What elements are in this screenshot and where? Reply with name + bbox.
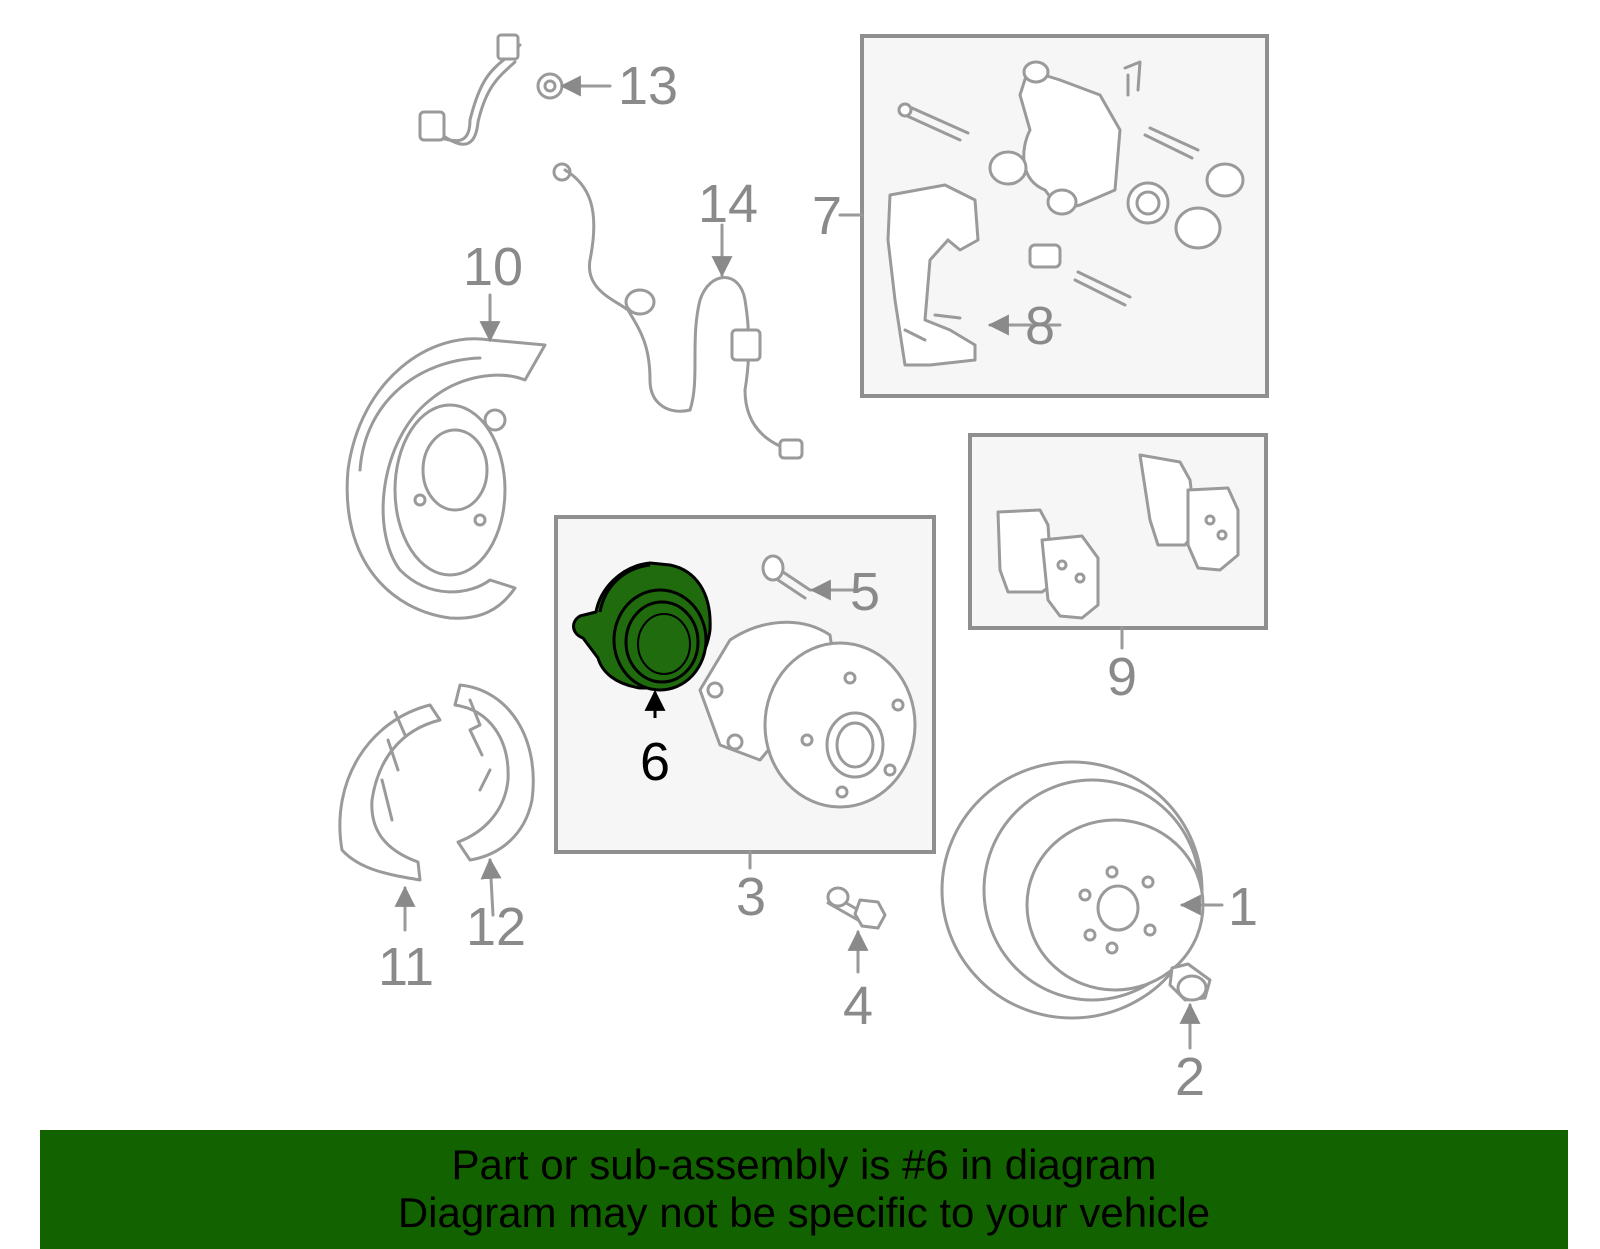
part-13-sensor-wire[interactable]	[418, 33, 612, 146]
part-4-bolt[interactable]	[826, 886, 887, 974]
part-1-brake-rotor[interactable]	[940, 760, 1224, 1020]
callout-3: 3	[736, 867, 766, 927]
callout-6: 6	[640, 732, 670, 792]
callout-9: 9	[1107, 647, 1137, 707]
banner-line-1: Part or sub-assembly is #6 in diagram	[451, 1141, 1157, 1188]
hub-assembly-box[interactable]	[554, 515, 936, 870]
callout-4: 4	[843, 976, 873, 1036]
callout-5: 5	[850, 562, 880, 622]
part-6-hub-bearing-highlighted[interactable]	[572, 561, 712, 718]
banner-line-2: Diagram may not be specific to your vehi…	[397, 1189, 1211, 1236]
callout-2: 2	[1175, 1047, 1205, 1107]
part-10-backing-plate[interactable]	[345, 293, 547, 620]
callout-1: 1	[1228, 877, 1258, 937]
callout-8: 8	[1025, 296, 1055, 356]
callout-7: 7	[812, 186, 842, 246]
brake-pads-box[interactable]	[968, 433, 1268, 650]
callout-11: 11	[378, 937, 434, 997]
part-14-abs-sensor[interactable]	[552, 162, 804, 460]
info-banner: Part or sub-assembly is #6 in diagram Di…	[40, 1130, 1568, 1249]
caliper-assembly-box[interactable]	[838, 34, 1269, 398]
part-2-lug[interactable]	[1168, 962, 1212, 1050]
callout-12: 12	[466, 897, 526, 957]
part-12-brake-shoe[interactable]	[453, 683, 535, 917]
callout-14: 14	[698, 174, 758, 234]
parts-diagram: 13 14 10 11 12	[338, 33, 1269, 1107]
callout-13: 13	[618, 56, 678, 116]
part-11-brake-shoe[interactable]	[338, 703, 442, 932]
callout-10: 10	[463, 237, 523, 297]
